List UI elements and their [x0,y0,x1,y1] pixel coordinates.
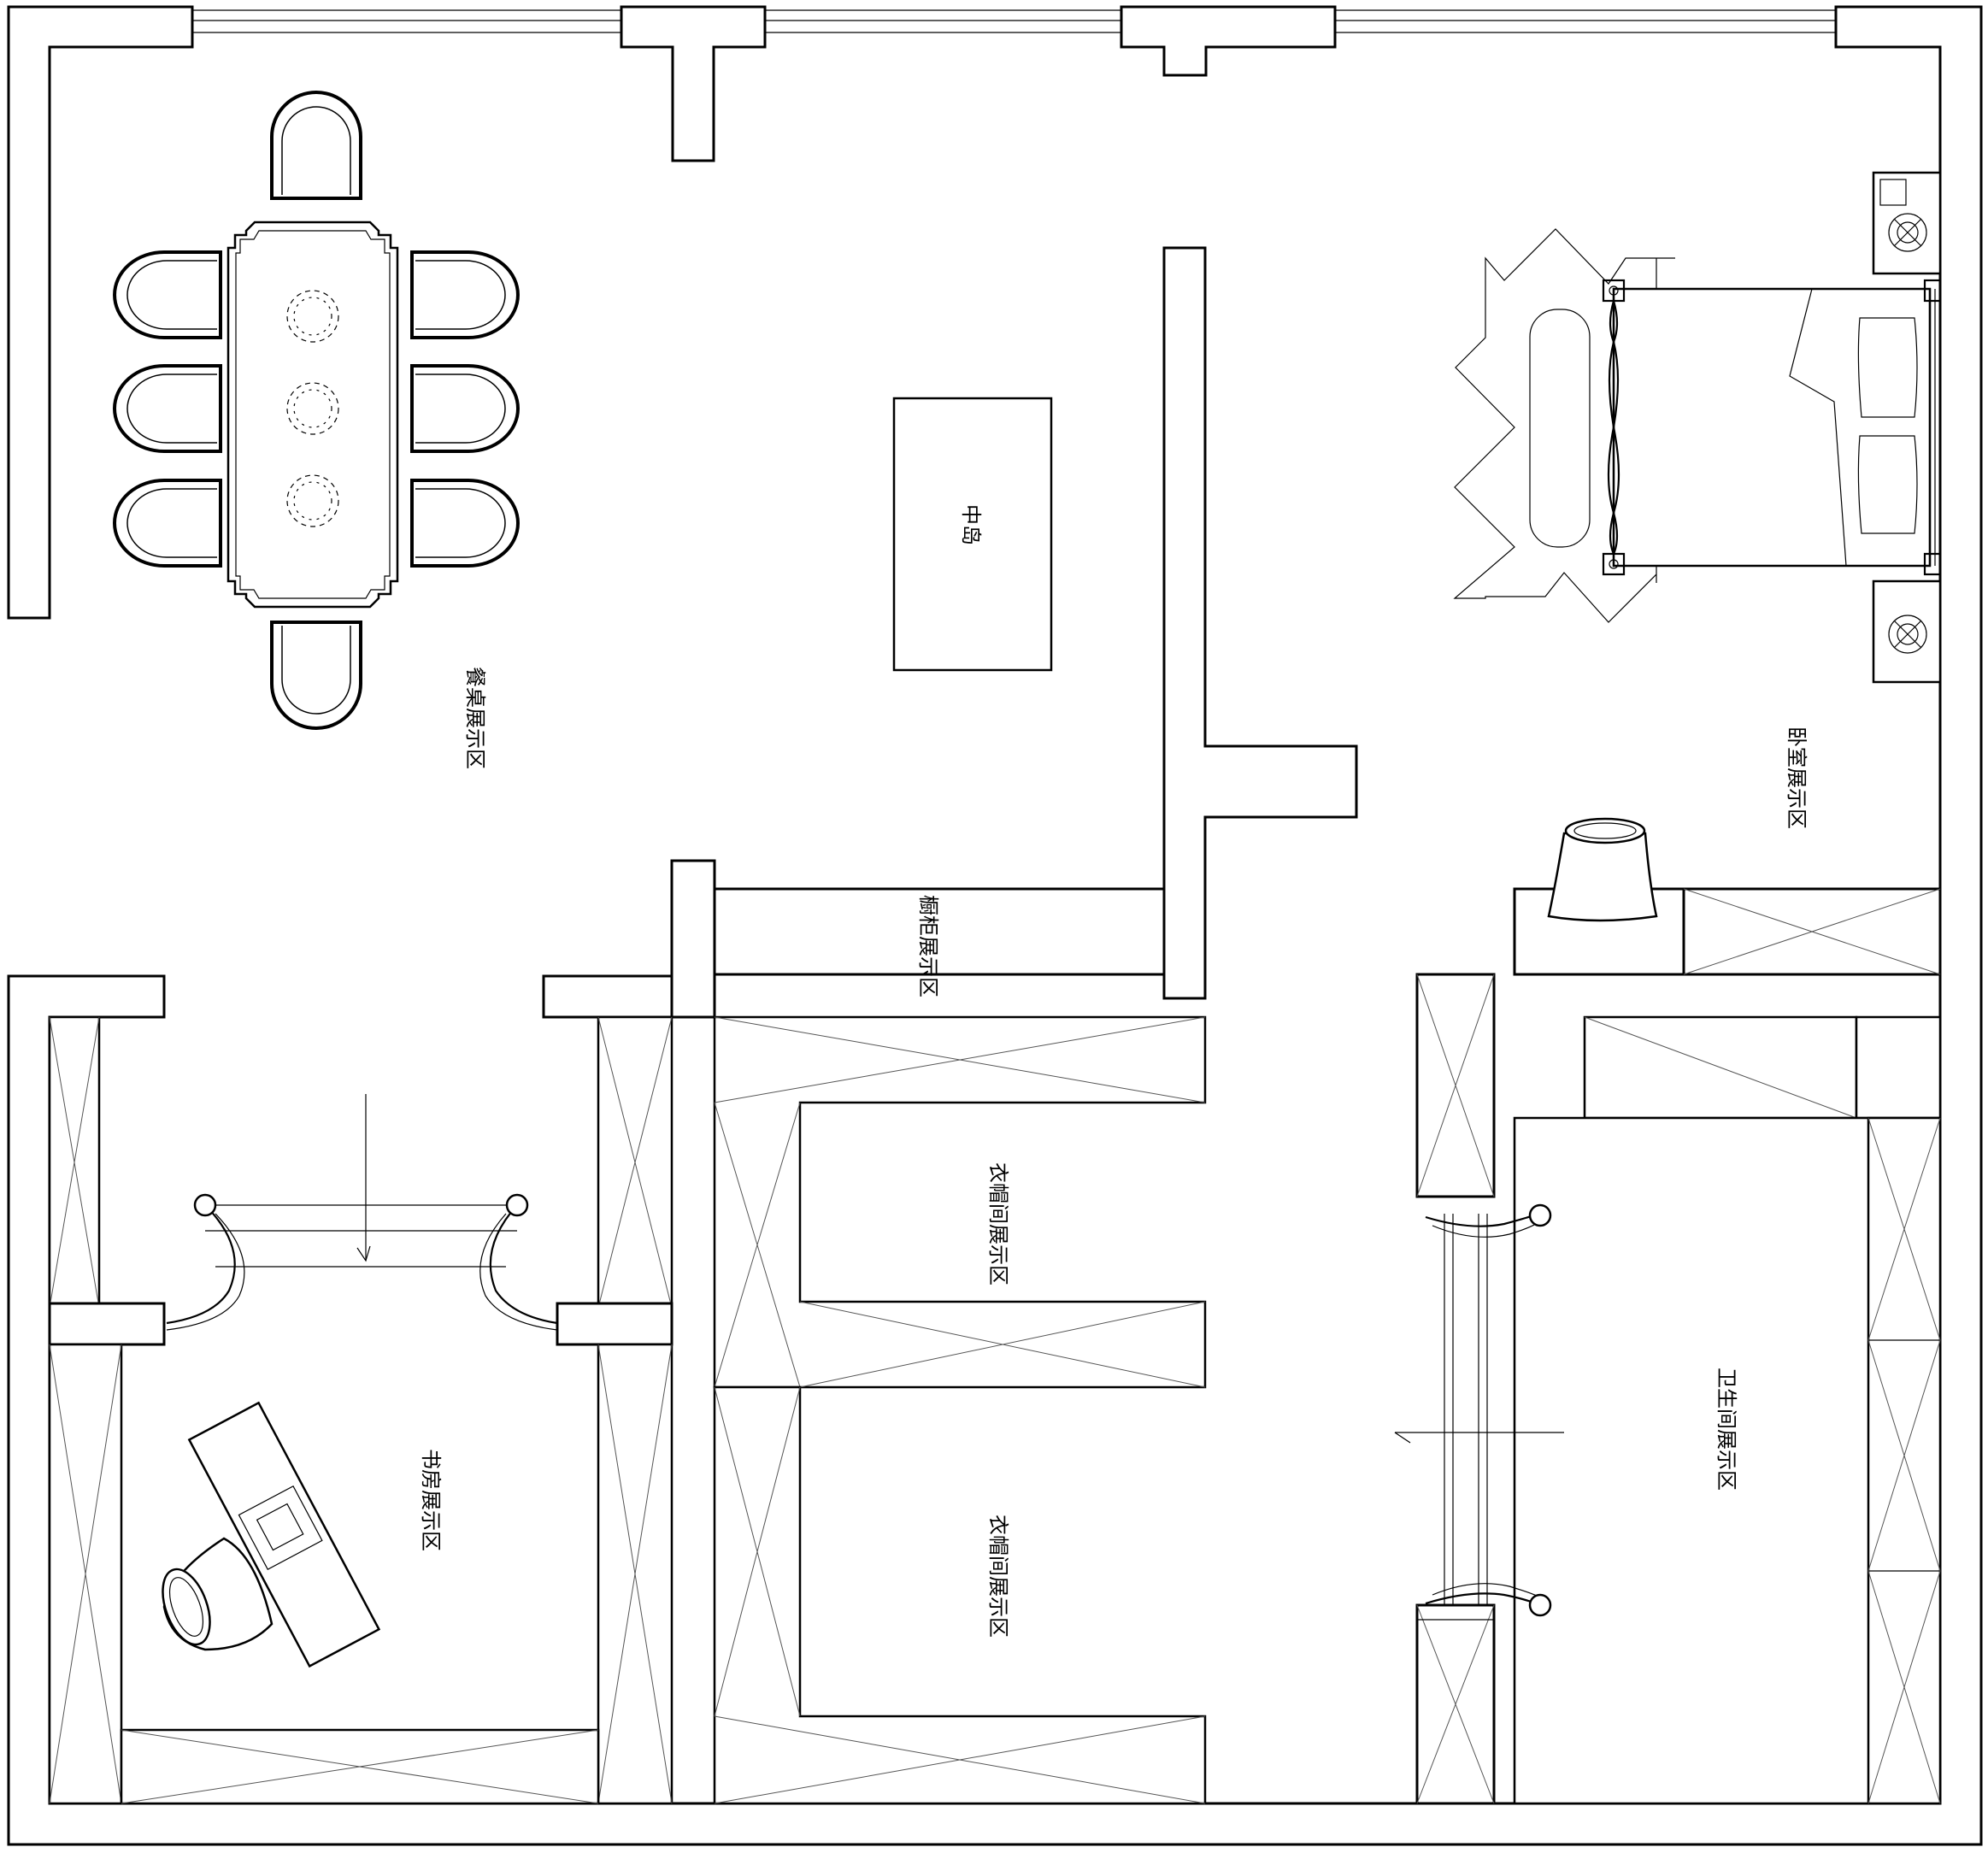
label-island: 中岛 [959,504,983,545]
wall-right-bottom [7,5,1983,1846]
dining-table [226,221,399,609]
chairs-left [113,250,222,568]
post-cabinet [670,859,716,1019]
bath-cabinet-right [1867,1116,1942,1805]
study-desk [187,1401,381,1668]
label-dining: 餐桌展示区 [463,667,487,769]
label-closet-upper: 衣帽间展示区 [986,1162,1010,1285]
bed-bench [1529,309,1591,548]
wall-top-left [7,5,194,620]
wall-study-top-right [542,974,673,1019]
study-armchair [162,1537,273,1651]
label-cabinet: 橱柜展示区 [916,895,940,997]
closet-area [713,1015,1207,1805]
label-bathroom: 卫生间展示区 [1715,1368,1738,1491]
window-top [192,9,1836,33]
study-room [48,1015,673,1805]
dining-table-set [113,91,520,730]
nightstand-top [1872,171,1942,275]
study-partition-right [556,1302,673,1346]
pillar-top-b [1120,5,1337,77]
kitchen-island [892,397,1053,672]
pillar-top-a [620,5,767,162]
label-closet-lower: 衣帽间展示区 [986,1515,1010,1638]
wall-kitchen-vertical [1162,246,1358,1000]
interior-walls [542,246,1942,1198]
chair-bottom [270,621,362,730]
table-ornament-3 [286,474,339,527]
closet-lower [713,1385,1207,1805]
nightstand-bottom [1872,579,1942,684]
bed [1612,287,1932,568]
label-study: 书房展示区 [419,1449,443,1551]
chair-top [270,91,362,200]
bathroom [1394,1015,1942,1805]
study-partition-left [48,1302,166,1346]
table-ornament-1 [286,290,339,343]
closet-upper [713,1015,1207,1389]
cabinet-strip [713,887,1166,976]
bedroom-desk-chair [1547,817,1658,922]
bedroom-furniture [1453,171,1942,684]
label-bedroom: 卧室展示区 [1785,726,1809,829]
table-ornament-2 [286,382,339,435]
outer-walls [7,5,1983,1846]
chairs-right [410,250,520,568]
